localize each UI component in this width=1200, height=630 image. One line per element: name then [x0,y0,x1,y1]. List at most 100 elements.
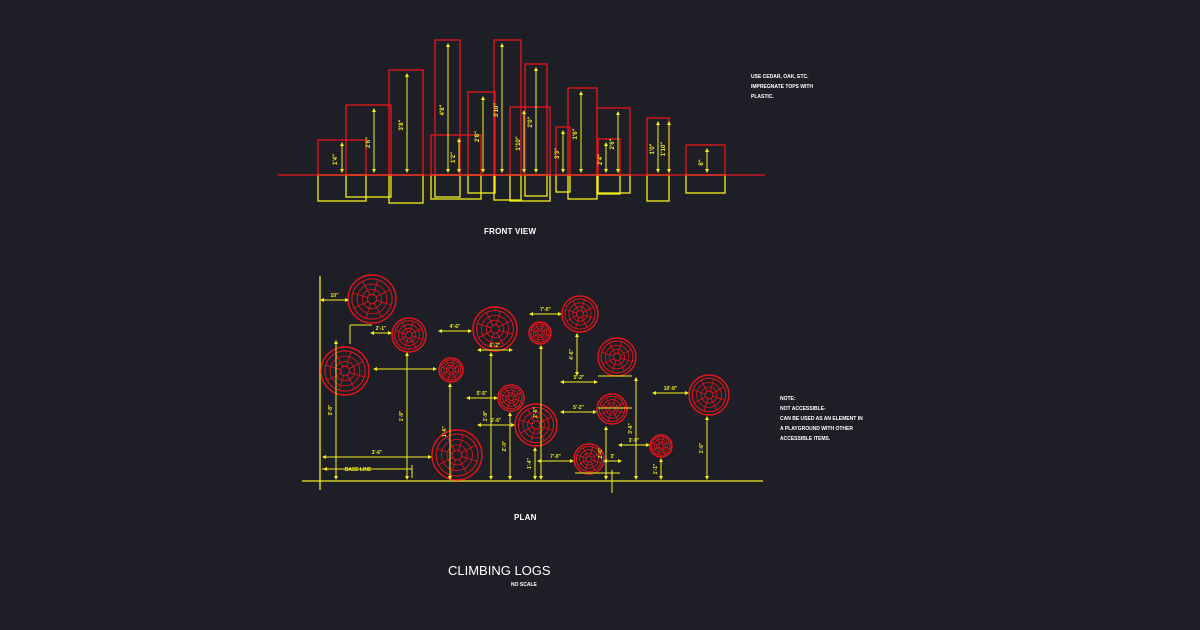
log-crack [375,299,392,306]
log-crack [451,371,457,380]
log-crack [445,360,451,369]
height-dimension: 1'10" [516,110,526,173]
log-growth-ring [339,365,351,377]
log-outer-ring [472,306,518,352]
climbing-log-plan [528,321,552,345]
accessibility-note-line: A PLAYGROUND WITH OTHER [780,426,853,432]
log-growth-ring [653,438,669,454]
log-crack [348,371,365,378]
log-growth-ring [582,452,596,466]
log-outer-ring [597,337,637,377]
accessibility-note-line: CAN BE USED AS AN ELEMENT IN [780,416,863,422]
height-dimension: 2'0" [528,67,538,173]
dimension-arrow [477,423,481,427]
dimension-arrow [616,169,620,173]
log-crack [438,456,454,466]
log-crack [575,316,580,329]
log-crack [458,458,468,474]
log-crack [601,351,615,357]
log-crack [345,351,352,368]
log-crack [589,446,594,457]
log-crack [584,461,589,472]
log-growth-ring [485,319,505,339]
dimension-label: 7'-0" [550,454,561,460]
log-crack [374,289,391,298]
log-crack [576,454,587,459]
log-growth-ring [361,288,382,309]
log-crack [540,324,544,332]
log-crack [703,397,709,412]
log-crack [614,409,625,414]
log-bark-ring [435,433,479,477]
log-outer-ring [438,357,464,383]
dimension-label: 3'-6" [372,450,383,456]
material-note: USE CEDAR, OAK, ETC. IMPREGNATE TOPS WIT… [751,72,813,102]
log-growth-ring [608,405,616,413]
log-crack [500,394,510,398]
dimension-arrow [323,467,327,471]
log-outer-ring [528,321,552,345]
dimension-arrow [705,169,709,173]
log-crack [692,389,707,395]
log-growth-ring [502,389,520,407]
log-crack [396,335,407,343]
log-outer-ring [561,295,599,333]
dimension-arrow [575,372,579,376]
dimension-arrow [428,455,432,459]
dimension-label: 4'-6" [569,348,575,359]
log-crack [395,330,407,335]
plan-dimension: 7'-0" [529,307,562,316]
dimension-arrow [522,110,526,114]
dimension-label: 7'-0" [540,307,551,313]
log-below-grade [524,174,548,197]
log-crack [411,327,422,335]
dimension-arrow [466,396,470,400]
log-crack [436,448,454,455]
log-below-grade [430,174,482,200]
log-growth-ring [700,386,718,404]
plan-dimension: 4'-6" [569,333,579,376]
dimension-label: 5'-6" [491,418,502,424]
height-label: 4'8" [440,104,446,115]
log-crack [605,397,612,408]
log-crack [404,337,409,349]
log-crack [611,359,617,373]
dimension-arrow [373,367,377,371]
plan-dimension: 5'-2" [560,405,597,414]
dimension-arrow [534,169,538,173]
dimension-arrow [522,169,526,173]
log-crack [612,410,619,421]
log-crack [347,361,364,370]
plan-dimension: 1'-4" [527,447,537,480]
log-crack [477,323,492,329]
climbing-log-plan [649,434,673,458]
log-growth-ring [612,352,622,362]
log-growth-ring [658,443,664,449]
height-label: 1'6" [573,128,579,139]
log-crack [600,409,611,416]
plan-dimension: 3'-6" [628,377,638,480]
log-crack [346,373,355,390]
log-above-grade [388,69,424,176]
dimension-arrow [604,426,608,430]
plan-dimension: 1'-6" [699,416,709,480]
log-outer-ring [596,393,628,425]
log-crack [507,399,511,409]
dimension-label: 5'-2" [573,405,584,411]
log-crack [619,349,632,357]
dimension-arrow [322,455,326,459]
log-crack [511,387,515,397]
dimension-arrow [370,331,374,335]
log-bark-ring [324,350,366,392]
log-crack [489,332,495,347]
log-growth-ring [445,364,457,376]
dimension-arrow [604,169,608,173]
dimension-arrow [539,476,543,480]
accessibility-note-line: NOT ACCESSIBLE- [780,406,826,412]
log-crack [582,314,595,319]
log-crack [540,334,545,342]
log-crack [541,328,549,333]
dimension-label: 1'-6" [699,442,705,453]
log-below-grade [388,174,424,204]
plan-dimension: 4'-6" [438,324,472,333]
